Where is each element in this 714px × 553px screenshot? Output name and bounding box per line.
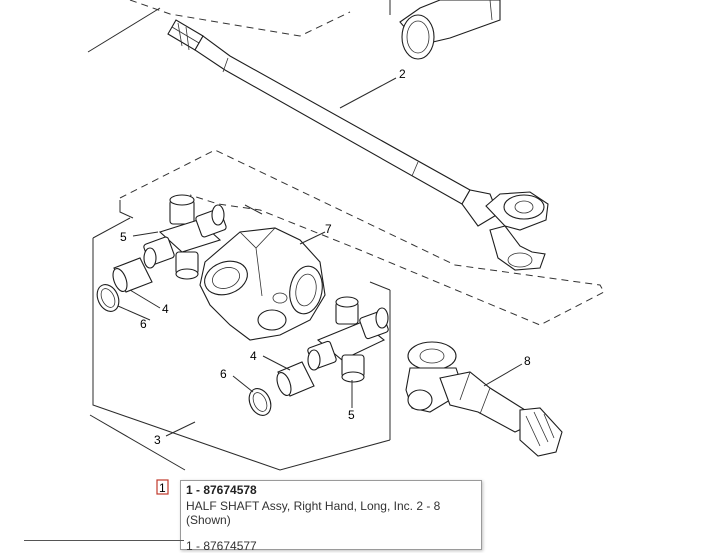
snap-ring-lower[interactable] [245,385,275,419]
callout-5a[interactable]: 5 [120,230,127,244]
shaft-yoke[interactable] [485,191,549,271]
callout-1-selected[interactable]: 1 [156,479,169,495]
bearing-cap-upper[interactable] [110,257,153,293]
callout-5b[interactable]: 5 [348,408,355,422]
callout-labels: 2 7 5 4 6 4 6 5 8 3 [120,67,531,447]
callout-8[interactable]: 8 [524,354,531,368]
callout-3[interactable]: 3 [154,433,161,447]
callout-2[interactable]: 2 [399,67,406,81]
callout-6b[interactable]: 6 [220,367,227,381]
tooltip-description: HALF SHAFT Assy, Right Hand, Long, Inc. … [186,499,441,527]
callout-4a[interactable]: 4 [162,302,169,316]
snap-ring-upper[interactable] [93,281,123,315]
axle-shaft[interactable] [167,19,499,227]
callout-6a[interactable]: 6 [140,317,147,331]
callout-4b[interactable]: 4 [250,349,257,363]
upper-group-outline [87,0,391,53]
tooltip-part-number: 1 - 87674578 [186,483,257,497]
shaft-end-boot[interactable] [399,0,501,60]
callout-1[interactable]: 1 [159,481,166,495]
item3-group-outline [89,200,391,471]
stub-shaft[interactable] [405,341,563,457]
bottom-divider [24,540,184,541]
tooltip-alt-part: 1 - 87674577 [186,539,257,553]
u-joint-cross-lower[interactable] [307,296,389,383]
bearing-cap-lower[interactable] [274,361,315,397]
u-joint-cross-upper[interactable] [143,194,227,280]
leader-lines [117,77,523,437]
callout-7[interactable]: 7 [325,222,332,236]
part-tooltip: 1 - 87674578 HALF SHAFT Assy, Right Hand… [180,480,482,553]
cv-center-housing[interactable] [199,227,326,341]
